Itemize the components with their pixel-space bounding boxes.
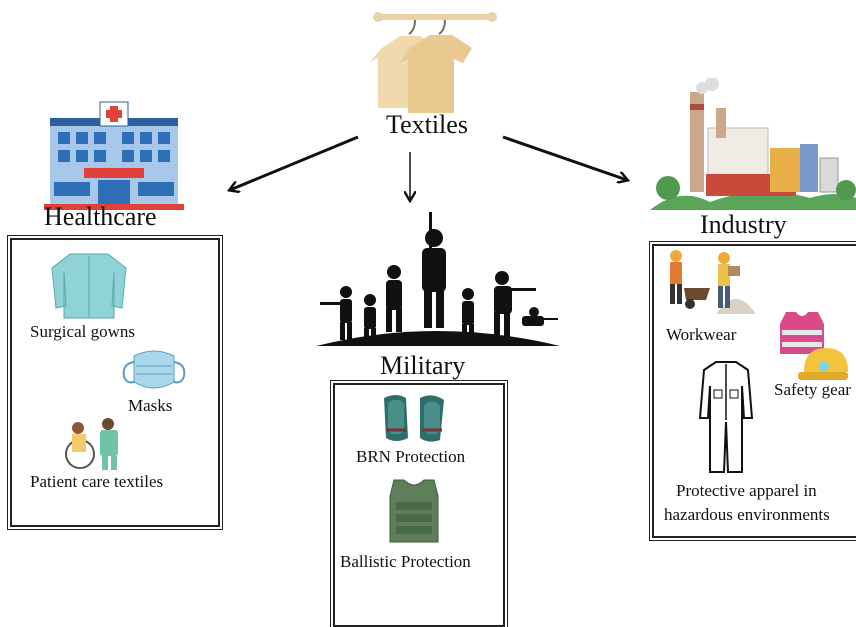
industry-item-4: hazardous environments bbox=[664, 505, 830, 524]
clothes-rack-icon bbox=[370, 12, 497, 113]
hard-hat-icon bbox=[798, 348, 848, 380]
industry-item-1: Workwear bbox=[666, 325, 737, 344]
military-item-2: Ballistic Protection bbox=[340, 552, 471, 571]
factory-icon bbox=[650, 78, 856, 210]
healthcare-item-3: Patient care textiles bbox=[30, 472, 164, 491]
industry-item-2: Safety gear bbox=[774, 380, 851, 399]
gown-icon bbox=[51, 253, 127, 319]
healthcare-item-1: Surgical gowns bbox=[30, 322, 135, 341]
industry-title: Industry bbox=[700, 210, 787, 239]
healthcare-item-2: Masks bbox=[128, 396, 173, 415]
hospital-icon bbox=[44, 101, 184, 210]
workers-icon bbox=[670, 250, 756, 314]
knee-pads-icon bbox=[384, 395, 444, 442]
soldiers-icon bbox=[316, 212, 560, 346]
vest-icon bbox=[389, 479, 439, 543]
healthcare-title: Healthcare bbox=[44, 202, 157, 231]
industry-item-3: Protective apparel in bbox=[676, 481, 817, 500]
arrow-to-healthcare bbox=[230, 135, 359, 190]
military-title: Military bbox=[380, 351, 466, 380]
center-title: Textiles bbox=[386, 110, 468, 139]
military-item-1: BRN Protection bbox=[356, 447, 466, 466]
arrow-to-industry bbox=[502, 135, 627, 180]
safety-vest-icon bbox=[780, 312, 824, 354]
nurse-patient-icon bbox=[65, 418, 118, 470]
mask-icon bbox=[122, 350, 186, 389]
coverall-icon bbox=[698, 361, 754, 473]
